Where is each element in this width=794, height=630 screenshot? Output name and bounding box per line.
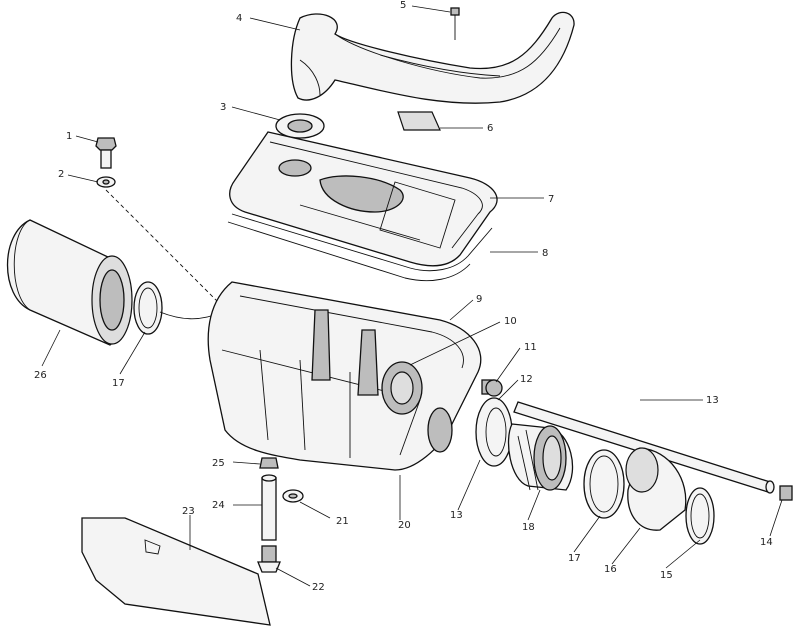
callout-9: 9 (476, 294, 482, 305)
part-11-grommet (485, 379, 503, 397)
callout-10: 10 (504, 316, 517, 327)
part-24-tube (261, 474, 277, 541)
part-15-clamp (685, 487, 715, 545)
part-17-clamp-right (583, 449, 625, 519)
callout-14: 14 (760, 537, 773, 548)
part-14-cap (779, 485, 793, 501)
assembly-path-line (105, 189, 233, 317)
part-2-washer (96, 176, 116, 188)
part-26-air-filter (6, 219, 133, 346)
part-20-airbox-base (207, 281, 495, 471)
callout-5: 5 (400, 0, 406, 11)
callout-24: 24 (212, 500, 225, 511)
callout-3: 3 (220, 102, 226, 113)
part-3-grommet (275, 113, 325, 139)
part-7-airbox-lid (229, 131, 498, 267)
callout-15: 15 (660, 570, 673, 581)
part-23-heat-shield (81, 517, 271, 626)
callout-18: 18 (522, 522, 535, 533)
part-25-nut (259, 457, 279, 469)
callout-13-lower: 13 (450, 510, 463, 521)
callout-12: 12 (520, 374, 533, 385)
callout-17-left: 17 (112, 378, 125, 389)
part-5-screw (450, 7, 460, 40)
part-17-clamp-left (133, 281, 163, 335)
callout-21: 21 (336, 516, 349, 527)
part-22-drain-valve (257, 545, 281, 573)
callout-7: 7 (548, 194, 554, 205)
callout-26: 26 (34, 370, 47, 381)
callout-13: 13 (706, 395, 719, 406)
part-13-tube (513, 401, 775, 494)
part-12-gasket (475, 397, 513, 467)
part-16-boot (625, 447, 687, 531)
callout-22: 22 (312, 582, 325, 593)
part-6-label (397, 111, 441, 131)
callout-25: 25 (212, 458, 225, 469)
part-8-lid-seal (227, 213, 493, 282)
callout-4: 4 (236, 13, 242, 24)
callout-1: 1 (66, 131, 72, 142)
callout-6: 6 (487, 123, 493, 134)
callout-16: 16 (604, 564, 617, 575)
callout-11: 11 (524, 342, 537, 353)
part-21-washer (282, 489, 304, 503)
callout-20: 20 (398, 520, 411, 531)
callout-8: 8 (542, 248, 548, 259)
part-1-bolt (95, 137, 117, 169)
callout-2: 2 (58, 169, 64, 180)
callout-17-right: 17 (568, 553, 581, 564)
part-4-intake-duct (290, 11, 575, 104)
callout-labels: 4 5 3 6 1 2 7 8 9 10 11 12 13 14 15 16 1… (34, 0, 773, 593)
callout-23: 23 (182, 506, 195, 517)
leader-lines (41, 5, 783, 587)
part-18-outlet-adapter (507, 423, 574, 491)
